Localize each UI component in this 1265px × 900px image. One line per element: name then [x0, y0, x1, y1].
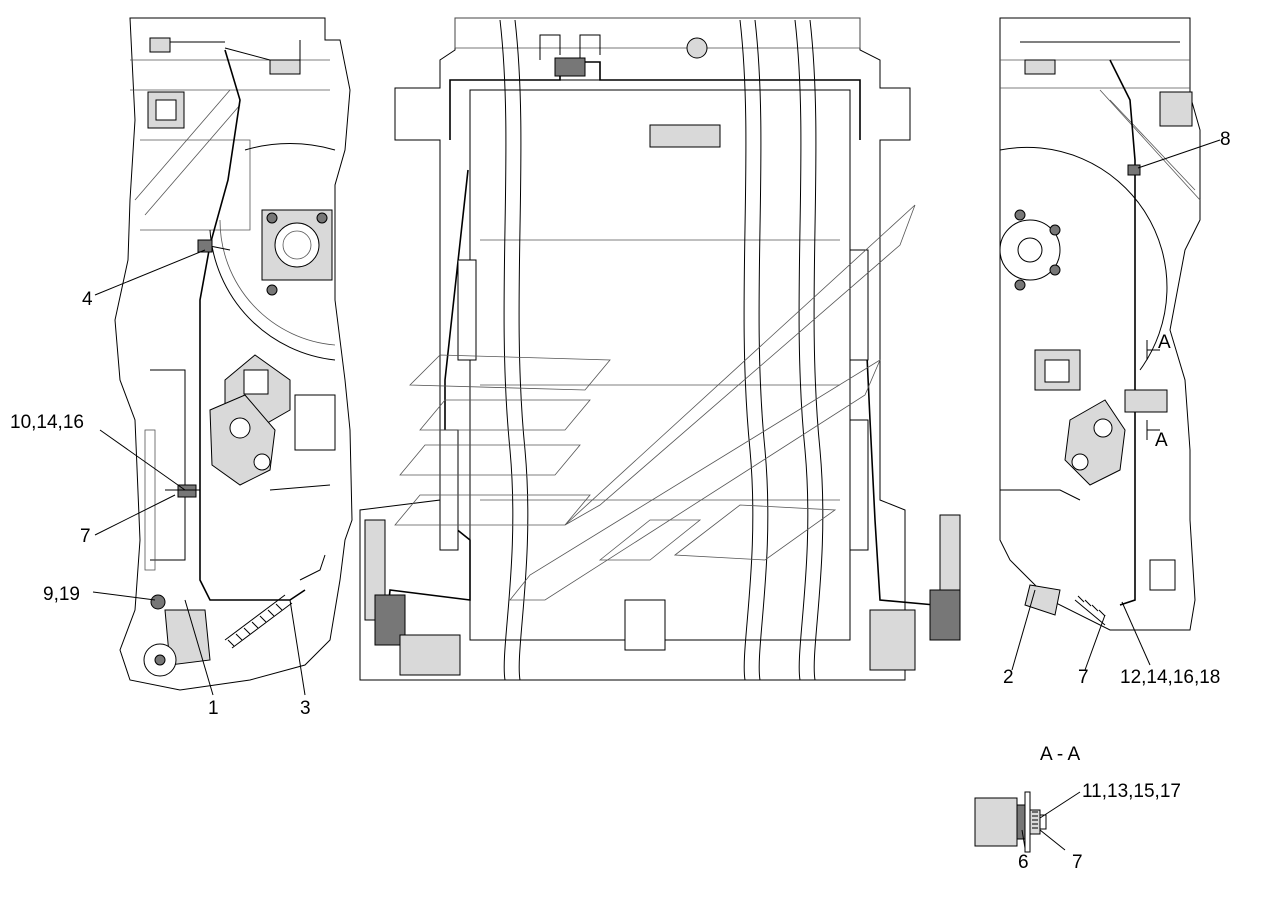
callout-7-left: 7	[80, 526, 91, 547]
callout-9-19: 9,19	[43, 584, 80, 605]
right-side-view	[999, 17, 1201, 631]
callout-4: 4	[82, 289, 93, 310]
callout-1: 1	[208, 698, 219, 719]
section-a-a	[974, 791, 1047, 853]
section-mark-top: A	[1158, 332, 1171, 353]
left-side-view	[114, 17, 353, 691]
callout-3: 3	[300, 698, 311, 719]
callout-10-14-16: 10,14,16	[10, 412, 84, 433]
callout-7-section: 7	[1072, 852, 1083, 873]
section-title: A - A	[1040, 744, 1080, 765]
leader-lines	[92, 139, 1221, 851]
callout-labels: 4 10,14,16 7 9,19 1 3 8 A A 2 7 12,14,16…	[10, 129, 1231, 873]
callout-12-14-16-18: 12,14,16,18	[1120, 667, 1220, 688]
callout-11-13-15-17: 11,13,15,17	[1082, 781, 1181, 802]
section-mark-bottom: A	[1155, 430, 1168, 451]
callout-8: 8	[1220, 129, 1231, 150]
center-rear-view	[359, 17, 961, 681]
callout-6: 6	[1018, 852, 1029, 873]
callout-7-right: 7	[1078, 667, 1089, 688]
callout-2: 2	[1003, 667, 1014, 688]
